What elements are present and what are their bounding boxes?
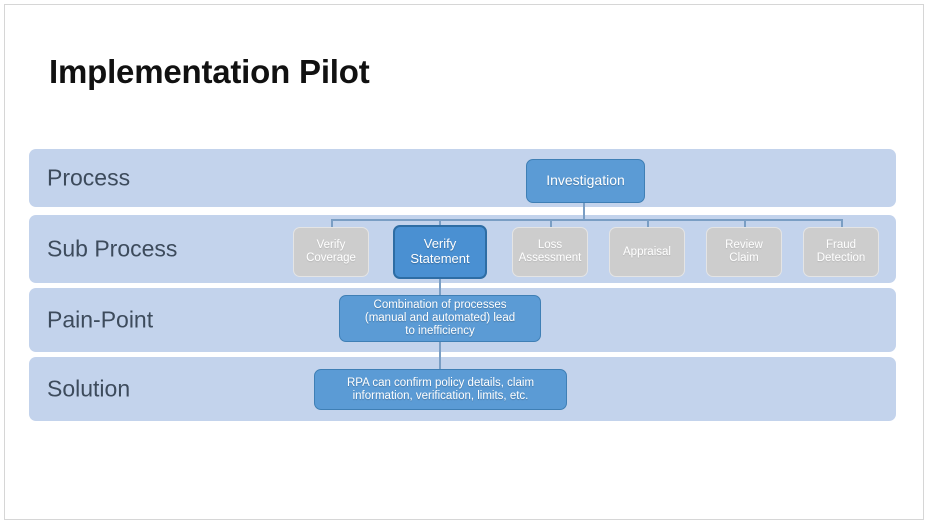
row-label-sub-process: Sub Process xyxy=(47,235,178,262)
node-review-claim-label: Review Claim xyxy=(725,239,763,265)
node-line-2: Statement xyxy=(410,251,470,266)
row-label-solution: Solution xyxy=(47,375,131,402)
connector-drop-verify-coverage xyxy=(331,219,333,230)
connector-drop-fraud-detection xyxy=(841,219,843,230)
slide-canvas: Implementation Pilot Process Sub Process… xyxy=(4,4,924,520)
connector-investigation-trunk xyxy=(583,203,585,220)
row-band-process: Process xyxy=(29,149,896,207)
node-line-1: Combination of processes xyxy=(373,299,507,312)
node-line-3: to inefficiency xyxy=(405,324,475,337)
node-fraud-detection-label: Fraud Detection xyxy=(817,239,866,265)
node-line-2: Coverage xyxy=(306,252,356,264)
connector-drop-appraisal xyxy=(647,219,649,230)
node-line-1: Review xyxy=(725,239,763,252)
connector-drop-loss-assessment xyxy=(550,219,552,230)
node-solution[interactable]: RPA can confirm policy details, claim in… xyxy=(314,369,567,410)
node-line-2: Claim xyxy=(729,252,759,264)
node-verify-statement-label: Verify Statement xyxy=(410,237,469,266)
node-line-1: Loss xyxy=(537,239,563,252)
node-line-1: Verify xyxy=(316,239,346,252)
node-line-2: (manual and automated) lead xyxy=(364,312,516,325)
node-verify-coverage-label: Verify Coverage xyxy=(306,239,356,265)
node-line-1: Verify xyxy=(423,236,457,252)
node-verify-coverage[interactable]: Verify Coverage xyxy=(293,227,369,277)
node-pain-point[interactable]: Combination of processes (manual and aut… xyxy=(339,295,541,342)
node-appraisal[interactable]: Appraisal xyxy=(609,227,685,277)
node-line-2: information, verification, limits, etc. xyxy=(352,389,529,402)
node-investigation-label: Investigation xyxy=(546,172,625,189)
row-label-pain-point: Pain-Point xyxy=(47,306,154,333)
page-title: Implementation Pilot xyxy=(49,53,370,90)
row-label-process: Process xyxy=(47,164,131,191)
node-line-1: Fraud xyxy=(825,239,857,252)
node-fraud-detection[interactable]: Fraud Detection xyxy=(803,227,879,277)
node-line-2: Detection xyxy=(816,252,866,264)
node-pain-point-label: Combination of processes (manual and aut… xyxy=(365,299,515,338)
connector-drop-verify-statement xyxy=(439,219,441,230)
node-loss-assessment-label: Loss Assessment xyxy=(519,239,582,265)
node-review-claim[interactable]: Review Claim xyxy=(706,227,782,277)
node-solution-label: RPA can confirm policy details, claim in… xyxy=(347,377,534,403)
node-verify-statement[interactable]: Verify Statement xyxy=(393,225,487,279)
connector-sub-process-bus xyxy=(331,219,842,221)
node-appraisal-label: Appraisal xyxy=(623,245,671,258)
node-investigation[interactable]: Investigation xyxy=(526,159,645,203)
node-loss-assessment[interactable]: Loss Assessment xyxy=(512,227,588,277)
node-line-2: Assessment xyxy=(518,252,582,264)
node-line-1: RPA can confirm policy details, claim xyxy=(346,376,535,389)
connector-drop-review-claim xyxy=(744,219,746,230)
